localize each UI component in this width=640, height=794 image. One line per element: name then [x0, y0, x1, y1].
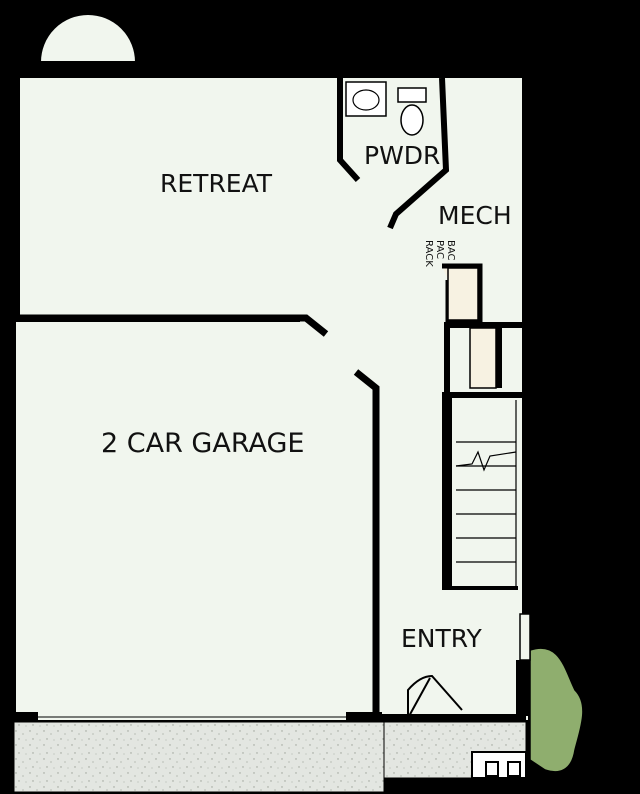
garage-door-header [14, 712, 38, 722]
stair-wall-bottom [452, 586, 518, 590]
cabinet-left-wall [444, 322, 450, 392]
porch-step-inner-1 [485, 761, 499, 777]
entry-label: ENTRY [401, 624, 483, 653]
porch-step-inner-2 [507, 761, 521, 777]
stair-wall-top [442, 392, 522, 398]
rack-label-line-3: RACK [423, 240, 434, 267]
entry-door-swing [407, 674, 463, 718]
retreat-floor [20, 78, 350, 318]
wall-pwdr-right [387, 77, 450, 230]
wall-garage-right [353, 369, 380, 720]
cabinet-mid-wall [496, 328, 502, 388]
landscape-shrub [529, 647, 584, 773]
sink-bowl [352, 89, 380, 111]
mech-label: MECH [438, 201, 512, 230]
wall-retreat-garage [20, 314, 329, 337]
cabinet-wall-top [444, 322, 522, 328]
wall-right-lower [516, 660, 530, 716]
entry-threshold [380, 714, 526, 722]
garage-door-header-right [346, 712, 382, 722]
entry-door-leaf [407, 677, 431, 719]
rack-shelf [447, 267, 479, 321]
toilet-bowl [400, 104, 424, 136]
retreat-label: RETREAT [160, 169, 273, 198]
toilet-tank [397, 87, 427, 103]
rack-label-line-1: BAC [445, 240, 456, 261]
garage-floor [16, 322, 376, 720]
wall-right [522, 62, 540, 614]
driveway-slab [13, 721, 385, 793]
garage-label: 2 CAR GARAGE [101, 428, 304, 459]
bay-window [38, 13, 138, 63]
cabinet [469, 327, 497, 389]
rack-label-line-2: PAC [434, 240, 445, 259]
wall-top [0, 62, 540, 78]
pwdr-label: PWDR [364, 141, 440, 170]
wall-pwdr-left [337, 78, 361, 183]
stair-wall-left [442, 396, 452, 590]
wall-left-garage [0, 322, 16, 722]
entry-sidelight [519, 613, 531, 661]
wall-left-upper [0, 62, 20, 320]
entry-floor [380, 580, 528, 720]
stair-break-line [455, 450, 517, 472]
